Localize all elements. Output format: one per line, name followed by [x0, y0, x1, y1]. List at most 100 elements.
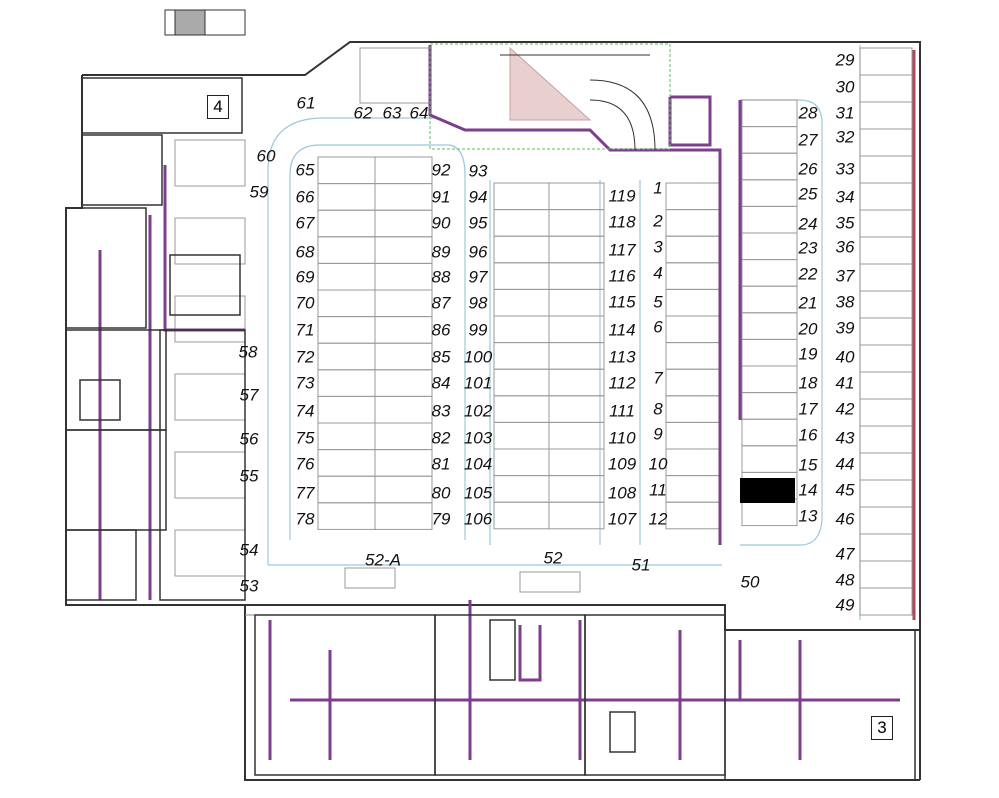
parking-spot-label: 79 [431, 509, 451, 529]
parking-spot-label: 46 [835, 509, 855, 529]
parking-spot-label: 113 [608, 347, 636, 367]
section-marker-3: 3 [871, 716, 893, 740]
parking-spot-label: 6 [653, 317, 663, 337]
elevator [79, 379, 121, 421]
parking-spot-label: 14 [798, 480, 818, 500]
parking-slot [741, 179, 798, 207]
parking-slot [548, 421, 605, 450]
parking-slot [859, 155, 913, 184]
parking-spot-label: 32 [835, 127, 855, 147]
parking-spot-label: 72 [295, 347, 315, 367]
parking-slot [317, 449, 376, 477]
parking-slot [548, 342, 605, 370]
parking-spot-label: 74 [295, 401, 315, 421]
parking-slot [859, 371, 913, 400]
parking-slot [741, 205, 798, 234]
parking-spot-label: 61 [296, 93, 316, 113]
parking-spot-label: 52 [543, 548, 563, 568]
parking-slot [741, 418, 798, 447]
parking-slot [493, 342, 550, 370]
parking-slot [548, 288, 605, 317]
parking-spot-label: 98 [468, 293, 488, 313]
parking-spot-label: 13 [798, 506, 818, 526]
parking-spot-label: 65 [295, 160, 315, 180]
parking-slot [317, 475, 376, 504]
parking-slot [859, 479, 913, 508]
parking-spot-label: 119 [608, 186, 636, 206]
parking-slot [519, 571, 581, 593]
parking-slot [548, 368, 605, 397]
parking-spot-label: 107 [607, 509, 637, 529]
parking-spot-label: 12 [648, 509, 668, 529]
parking-spot-label: 81 [431, 454, 451, 474]
parking-slot [317, 369, 376, 397]
parking-slot [374, 262, 433, 291]
parking-slot [548, 262, 605, 290]
parking-spot-label: 9 [653, 424, 663, 444]
parking-slot [859, 425, 913, 454]
parking-slot [374, 236, 433, 264]
parking-slot [859, 560, 913, 589]
parking-slot [859, 128, 913, 157]
parking-slot [317, 422, 376, 451]
parking-slot [359, 47, 431, 104]
parking-spot-label: 20 [798, 319, 818, 339]
parking-spot-label: 114 [608, 320, 636, 340]
parking-slot [741, 285, 798, 314]
parking-slot [374, 369, 433, 397]
parking-spot-label: 94 [468, 187, 488, 207]
parking-slot [741, 365, 798, 394]
parking-slot [859, 236, 913, 265]
parking-spot-label: 33 [835, 159, 855, 179]
parking-spot-label: 28 [798, 103, 818, 123]
parking-spot-label: 64 [409, 103, 429, 123]
parking-spot-label: 15 [798, 455, 818, 475]
parking-spot-label: 118 [608, 212, 636, 232]
parking-slot [665, 342, 721, 370]
parking-slot [493, 501, 550, 530]
parking-spot-label: 21 [798, 293, 818, 313]
parking-slot [741, 152, 798, 181]
parking-slot [859, 344, 913, 373]
parking-slot [374, 395, 433, 424]
parking-spot-label: 29 [835, 50, 855, 70]
key-map [164, 9, 246, 36]
parking-spot-label: 71 [295, 320, 315, 340]
parking-slot [665, 501, 721, 530]
parking-spot-label: 18 [798, 373, 818, 393]
parking-spot-label: 45 [835, 480, 855, 500]
parking-slot [493, 448, 550, 477]
parking-spot-label: 57 [239, 385, 259, 405]
parking-spot-label: 26 [798, 159, 818, 179]
parking-spot-label: 56 [239, 429, 259, 449]
parking-spot-label: 19 [798, 344, 818, 364]
stairs [489, 619, 516, 681]
parking-spot-label: 36 [835, 237, 855, 257]
parking-spot-label: 91 [431, 187, 451, 207]
parking-spot-label: 38 [835, 292, 855, 312]
section-marker-4: 4 [207, 95, 229, 119]
parking-slot [548, 235, 605, 264]
parking-slot [859, 398, 913, 427]
parking-spot-label: 89 [431, 242, 451, 262]
parking-spot-label: 108 [607, 483, 637, 503]
parking-spot-label: 77 [295, 483, 315, 503]
parking-spot-label: 78 [295, 509, 315, 529]
parking-slot [741, 392, 798, 420]
parking-spot-label: 93 [468, 161, 488, 181]
parking-spot-label: 106 [463, 509, 493, 529]
parking-spot-label: 95 [468, 213, 488, 233]
parking-spot-label: 90 [431, 213, 451, 233]
parking-spot-label: 101 [463, 373, 493, 393]
parking-slot [174, 295, 246, 343]
parking-slot [493, 421, 550, 450]
parking-slot [493, 315, 550, 344]
parking-slot [548, 395, 605, 423]
parking-spot-label: 50 [740, 572, 760, 592]
parking-slot [493, 368, 550, 397]
parking-spot-label: 51 [631, 555, 651, 575]
parking-slot [741, 99, 798, 128]
parking-spot-label: 60 [256, 146, 276, 166]
parking-slot [174, 373, 246, 421]
parking-slot [741, 232, 798, 261]
